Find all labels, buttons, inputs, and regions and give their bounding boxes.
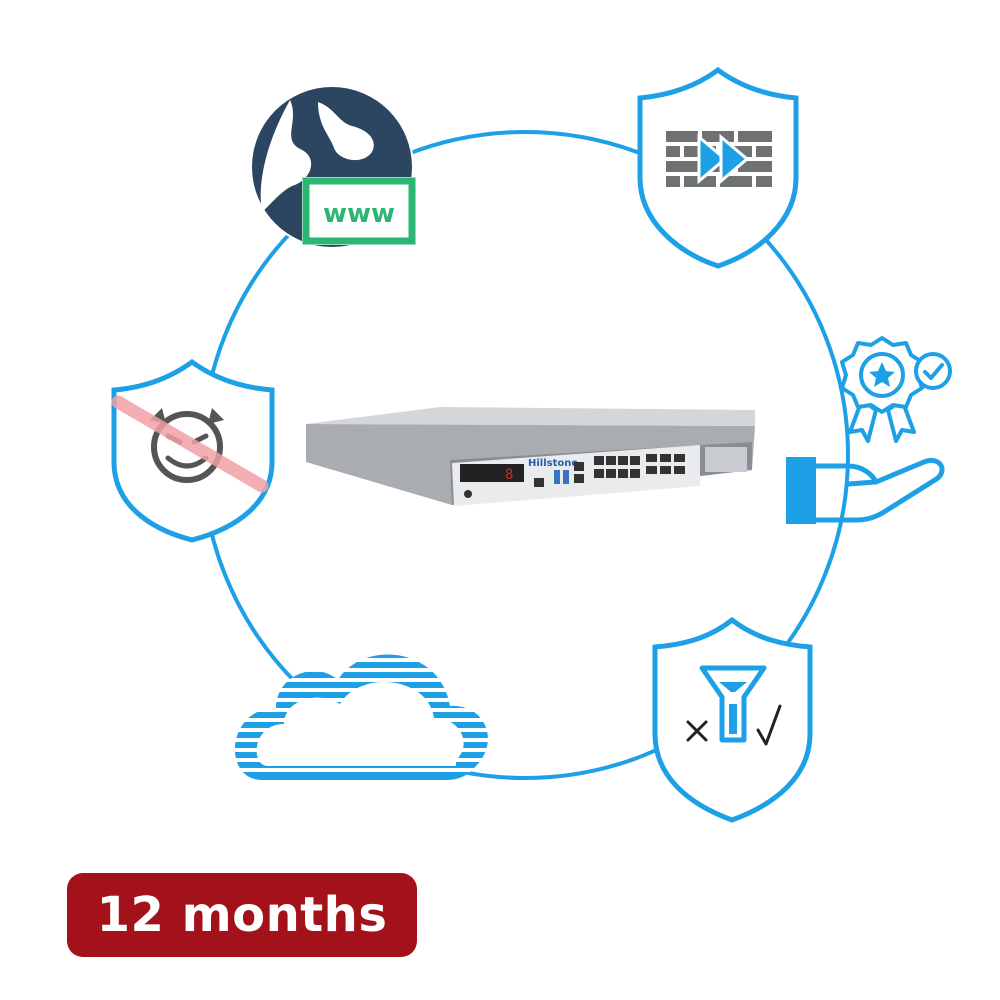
device-led-digit: 8 (505, 467, 513, 483)
subscription-duration-badge: 12 months (67, 873, 417, 957)
firewall-appliance: 8 Hillstone (306, 407, 755, 506)
cloud-icon (234, 654, 488, 780)
anti-malware-shield-icon (111, 358, 275, 543)
www-label: www (323, 199, 395, 229)
subscription-duration-label: 12 months (96, 887, 388, 943)
globe-www-icon: www (250, 85, 416, 249)
filter-shield-icon (652, 616, 813, 823)
certified-service-hand-icon (786, 336, 952, 524)
firewall-shield-icon (637, 66, 799, 269)
device-brand-label: Hillstone (528, 458, 578, 469)
